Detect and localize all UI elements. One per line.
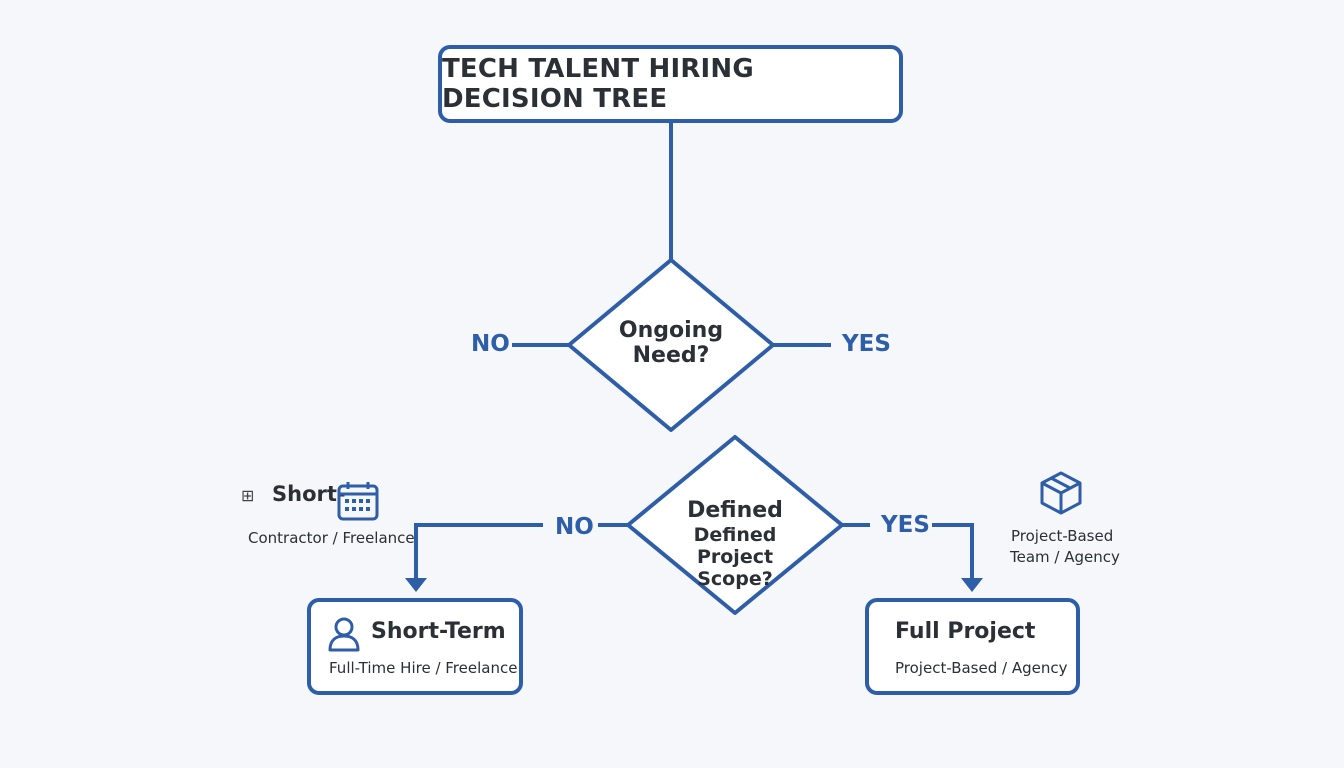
outcome-full-project-subtitle: Project-Based / Agency bbox=[895, 659, 1068, 677]
decision1-line2: Need? bbox=[632, 343, 710, 369]
decision2-line2: Defined Project bbox=[693, 524, 777, 569]
left-annotation-heading: Short- bbox=[272, 482, 346, 506]
arrow-right bbox=[961, 578, 983, 592]
decision1-diamond bbox=[567, 258, 775, 432]
decision2-line3: Scope? bbox=[697, 567, 773, 590]
person-icon bbox=[328, 617, 360, 652]
decision1-no-label: NO bbox=[471, 331, 510, 357]
grid-glyph: ⊞ bbox=[241, 486, 255, 505]
decision2-line1: Defined bbox=[687, 498, 783, 523]
right-annotation-line1: Project-Based bbox=[1011, 527, 1114, 545]
decision1-line1: Ongoing bbox=[618, 318, 724, 343]
outcome-full-project: Full Project Project-Based / Agency bbox=[865, 598, 1080, 695]
left-annotation-subtitle: Contractor / Freelance bbox=[248, 529, 415, 547]
box-icon bbox=[1040, 471, 1082, 515]
outcome-short-term: Short-Term Full-Time Hire / Freelance bbox=[307, 598, 523, 695]
decision2-yes-label: YES bbox=[881, 512, 930, 538]
outcome-short-term-subtitle: Full-Time Hire / Freelance bbox=[329, 659, 518, 677]
outcome-full-project-heading: Full Project bbox=[895, 619, 1036, 644]
title-box: TECH TALENT HIRING DECISION TREE bbox=[438, 45, 903, 123]
arrow-left bbox=[405, 578, 427, 592]
decision2-diamond bbox=[626, 435, 844, 615]
diagram-title: TECH TALENT HIRING DECISION TREE bbox=[442, 54, 754, 114]
connector-decision2-no-left bbox=[414, 523, 543, 580]
decision2-text: Defined Defined Project Scope? bbox=[655, 498, 815, 591]
decision1-text: Ongoing Need? bbox=[585, 318, 757, 369]
decision1-yes-label: YES bbox=[842, 331, 891, 357]
right-annotation-line2: Team / Agency bbox=[1010, 548, 1120, 566]
connector-decision2-yes-right bbox=[932, 523, 974, 580]
calendar-icon bbox=[337, 482, 379, 521]
outcome-short-term-heading: Short-Term bbox=[371, 619, 506, 644]
decision2-no-label: NO bbox=[555, 514, 594, 540]
